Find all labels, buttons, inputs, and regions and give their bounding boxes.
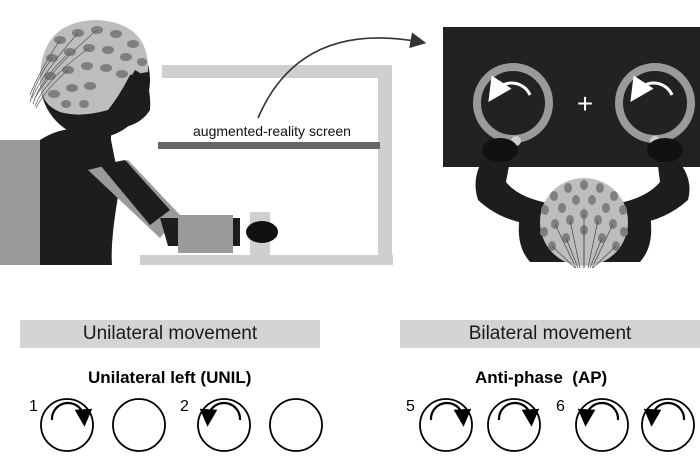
panel-2-number: 2 bbox=[180, 398, 189, 415]
panel-5-left-circle bbox=[419, 398, 473, 452]
panel-1-right-circle bbox=[112, 398, 166, 452]
unilateral-panels bbox=[40, 398, 323, 452]
hand bbox=[246, 221, 278, 243]
chair-back bbox=[0, 140, 42, 265]
left-hand-top bbox=[482, 138, 518, 162]
panel-6-left-circle bbox=[575, 398, 629, 452]
sleeve bbox=[100, 160, 170, 225]
table-frame-leg bbox=[378, 65, 392, 265]
electrodes-top bbox=[540, 180, 628, 251]
side-view-scene: augmented-reality screen bbox=[0, 20, 427, 265]
clockwise-arrow-icon bbox=[497, 401, 540, 427]
panel-2 bbox=[197, 398, 323, 452]
unilateral-condition-label: Unilateral left (UNIL) bbox=[88, 368, 252, 387]
panel-5-number: 5 bbox=[406, 398, 415, 415]
clockwise-arrow-icon bbox=[50, 401, 93, 427]
eeg-wires-top bbox=[551, 214, 617, 269]
right-arm-top bbox=[608, 150, 690, 225]
eeg-wires-side bbox=[29, 29, 98, 109]
unilateral-section-title: Unilateral movement bbox=[20, 320, 320, 348]
left-rotation-arrow-icon bbox=[488, 75, 532, 103]
panel-2-left-circle bbox=[197, 398, 251, 452]
top-view-scene: + bbox=[443, 27, 700, 269]
counterclockwise-arrow-icon bbox=[577, 401, 620, 427]
panel-5 bbox=[419, 398, 541, 452]
table-base bbox=[140, 255, 393, 265]
counterclockwise-arrow-icon bbox=[643, 401, 686, 427]
panel-5-right-circle bbox=[487, 398, 541, 452]
panel-1-left-circle bbox=[40, 398, 94, 452]
ar-screen-plate bbox=[158, 142, 380, 149]
panel-6-number: 6 bbox=[556, 398, 565, 415]
bilateral-condition-label: Anti-phase (AP) bbox=[475, 368, 608, 387]
right-rotation-arrow-icon bbox=[630, 75, 674, 103]
table-frame-top bbox=[162, 65, 392, 78]
panel-6 bbox=[575, 398, 695, 452]
eeg-cap bbox=[39, 20, 149, 115]
electrodes-side bbox=[44, 26, 147, 108]
torso bbox=[40, 128, 120, 265]
bilateral-panels bbox=[419, 398, 695, 452]
ar-screen-label: augmented-reality screen bbox=[193, 123, 351, 139]
bilateral-section-title: Bilateral movement bbox=[400, 320, 700, 348]
panel-2-right-circle bbox=[269, 398, 323, 452]
armrest bbox=[178, 215, 233, 253]
face bbox=[115, 70, 151, 128]
clockwise-arrow-icon bbox=[429, 401, 472, 427]
panel-6-right-circle bbox=[641, 398, 695, 452]
left-arm-top bbox=[475, 150, 560, 225]
panel-1-number: 1 bbox=[29, 398, 38, 415]
fixation-cross: + bbox=[577, 88, 593, 119]
pointer-arrow bbox=[257, 32, 427, 119]
right-hand-top bbox=[647, 138, 683, 162]
counterclockwise-arrow-icon bbox=[199, 401, 242, 427]
panel-1 bbox=[40, 398, 166, 452]
